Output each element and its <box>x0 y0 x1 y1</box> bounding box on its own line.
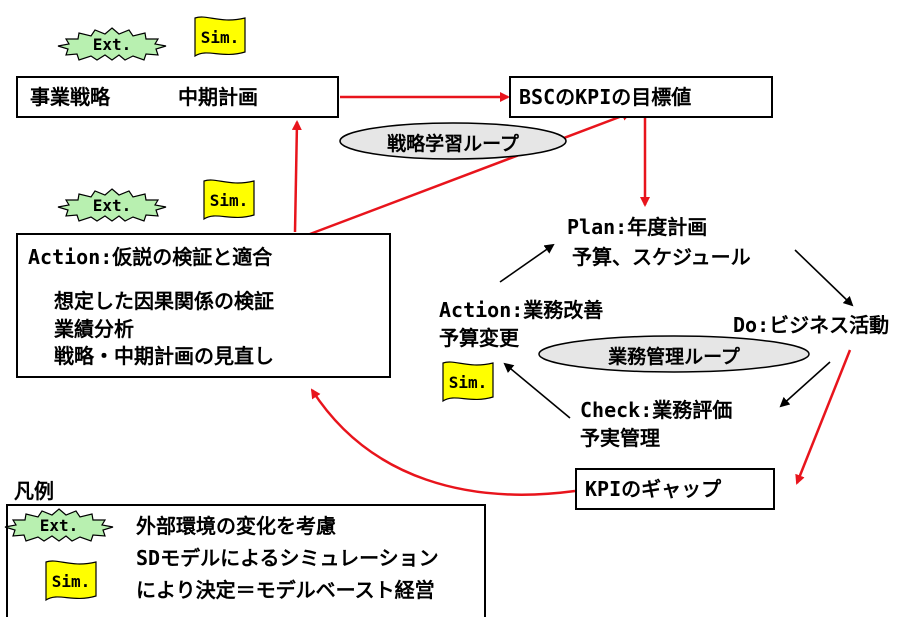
kpi-gap-box: KPIのギャップ <box>575 468 775 510</box>
midterm-plan-label: 中期計画 <box>178 85 258 109</box>
kpi-gap-label: KPIのギャップ <box>585 477 722 501</box>
arrow-check-to-action <box>503 362 571 419</box>
arrow-action-to-plan <box>499 243 555 283</box>
strategic-loop-label: 戦略学習ループ <box>387 133 519 155</box>
strategic-loop-ellipse <box>339 122 567 160</box>
check-line-1: Check:業務評価 <box>580 398 733 422</box>
check-line-2: 予実管理 <box>580 426 660 450</box>
sim-badge-icon: Sim. <box>442 361 494 403</box>
arrow-kpi-to-action <box>310 388 576 496</box>
legend-title: 凡例 <box>14 479 54 503</box>
sim-badge-label: Sim. <box>210 191 249 210</box>
bsc-kpi-label: BSCのKPIの目標値 <box>519 85 692 109</box>
arrow-plan-to-do <box>794 249 854 307</box>
sim-badge-label: Sim. <box>449 373 488 392</box>
action-line-1: 想定した因果関係の検証 <box>54 289 274 313</box>
legend-line-3: により決定＝モデルベースト経営 <box>136 578 435 602</box>
strategy-label: 事業戦略 <box>30 85 110 109</box>
arrow-action-to-bsc <box>309 111 632 236</box>
arrow-do-to-check <box>779 361 831 408</box>
ops-loop-label: 業務管理ループ <box>608 346 740 368</box>
ext-badge-label: Ext. <box>93 196 132 215</box>
ext-badge-icon: Ext. <box>4 508 114 542</box>
ext-badge-label: Ext. <box>40 516 79 535</box>
action-line-2: 業績分析 <box>54 317 134 341</box>
action-small-line-2: 予算変更 <box>439 326 519 350</box>
action-title: Action:仮説の検証と適合 <box>28 245 273 269</box>
bsc-kpi-box: BSCのKPIの目標値 <box>509 76 773 118</box>
action-small-line-1: Action:業務改善 <box>439 298 604 322</box>
arrow-action-to-strategy <box>291 120 302 233</box>
ext-badge-label: Ext. <box>93 35 132 54</box>
do-label: Do:ビジネス活動 <box>733 313 890 337</box>
arrow-do-to-kpi <box>795 349 852 485</box>
ext-badge-icon: Ext. <box>57 27 167 61</box>
ext-badge-icon: Ext. <box>57 188 167 222</box>
sim-badge-icon: Sim. <box>203 179 255 221</box>
plan-line-1: Plan:年度計画 <box>567 215 708 239</box>
sim-badge-icon: Sim. <box>194 16 246 58</box>
plan-line-2: 予算、スケジュール <box>572 245 751 269</box>
legend-line-2: SDモデルによるシミュレーション <box>136 546 439 570</box>
legend-box: Ext. Sim. 外部環境の変化を考慮 SDモデルによるシミュレーション によ… <box>4 504 486 617</box>
legend-line-1: 外部環境の変化を考慮 <box>136 514 336 538</box>
ops-loop-ellipse <box>538 335 810 373</box>
sim-badge-label: Sim. <box>52 572 91 591</box>
action-line-3: 戦略・中期計画の見直し <box>54 344 274 368</box>
sim-badge-label: Sim. <box>201 28 240 47</box>
action-box: Action:仮説の検証と適合 想定した因果関係の検証 業績分析 戦略・中期計画… <box>16 233 391 378</box>
sim-badge-icon: Sim. <box>45 560 97 602</box>
strategy-box: 事業戦略 中期計画 <box>16 76 339 118</box>
